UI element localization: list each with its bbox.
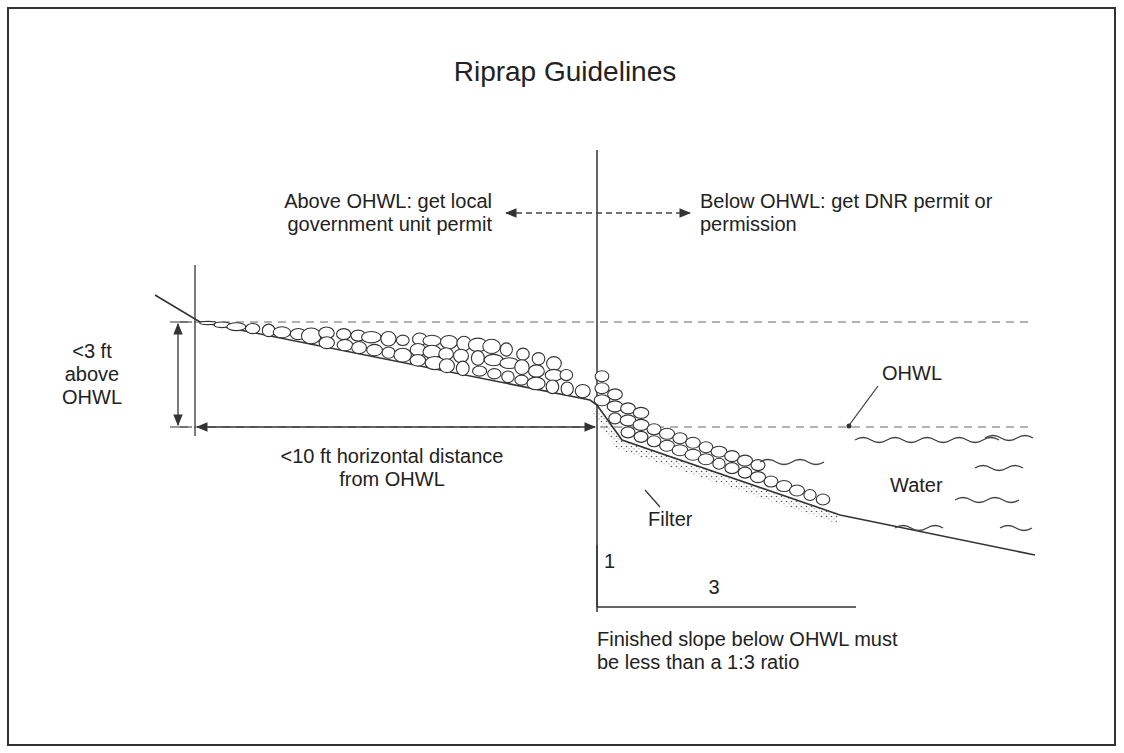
permit-note: Above OHWL: get local government unit pe…	[192, 190, 492, 236]
callout-label: OHWL	[882, 362, 942, 385]
leader-line	[850, 386, 878, 424]
rock	[595, 371, 609, 382]
dimension-extension	[194, 265, 195, 436]
rock	[382, 347, 395, 358]
rock	[517, 348, 530, 360]
rock	[608, 389, 623, 400]
rock	[659, 428, 674, 439]
rock	[440, 335, 457, 348]
rock	[337, 339, 353, 350]
rock	[410, 355, 426, 367]
rock	[273, 327, 290, 338]
rock	[200, 321, 216, 324]
rock	[532, 353, 545, 365]
rock	[362, 331, 381, 342]
rock	[352, 342, 367, 354]
slope-note: Finished slope below OHWL must be less t…	[597, 628, 917, 674]
rock	[515, 360, 529, 375]
rock	[527, 377, 545, 390]
riprap-rocks	[200, 321, 830, 505]
rock	[621, 427, 635, 438]
rock	[750, 472, 765, 483]
ground-line	[155, 295, 1035, 555]
rock	[488, 369, 501, 379]
rock	[673, 433, 687, 444]
slope-rise	[596, 545, 597, 607]
permit-divider-arrow	[506, 212, 690, 213]
rock	[439, 348, 454, 360]
leader-line	[645, 490, 660, 507]
rock	[337, 329, 351, 340]
height-dimension-arrow	[177, 324, 178, 425]
diagram-title: Riprap Guidelines	[454, 56, 677, 88]
rock	[246, 323, 260, 333]
rock	[647, 436, 661, 447]
rock	[515, 375, 528, 385]
rock	[634, 431, 648, 442]
rock	[227, 323, 246, 331]
rock	[609, 413, 621, 424]
rock	[319, 337, 334, 349]
rock	[737, 455, 752, 466]
rock	[575, 384, 590, 397]
rock	[546, 380, 559, 394]
rock	[804, 489, 816, 500]
rock	[396, 335, 409, 345]
rock	[394, 348, 411, 362]
rock	[367, 344, 383, 355]
rock	[595, 383, 609, 394]
rock	[751, 460, 765, 471]
rock	[790, 485, 805, 496]
rock	[560, 370, 573, 381]
leader-dot	[847, 424, 852, 429]
rock	[547, 357, 562, 371]
rock	[473, 366, 487, 376]
rock	[529, 365, 545, 377]
rock	[647, 424, 661, 435]
rock	[454, 349, 469, 363]
top-level-line	[180, 321, 1032, 322]
dimension-tick	[170, 427, 192, 428]
rock	[502, 371, 514, 383]
rock	[423, 335, 441, 346]
rock	[738, 467, 752, 478]
filter-layer	[592, 405, 840, 523]
rock	[301, 328, 321, 344]
slope-number: 3	[708, 576, 719, 599]
frame	[8, 8, 1115, 745]
dimension-label: <3 ft above OHWL	[47, 340, 137, 409]
rock	[500, 343, 512, 356]
slope-run	[597, 606, 856, 607]
rock	[725, 463, 739, 474]
dimension-tick	[170, 322, 192, 323]
rock	[439, 359, 454, 373]
callout-label: Filter	[648, 508, 692, 531]
rock	[698, 454, 713, 465]
rock	[471, 351, 484, 366]
rock	[816, 494, 829, 505]
rock	[713, 458, 725, 469]
rock	[686, 437, 701, 448]
callout-label: Water	[890, 474, 943, 497]
rock	[381, 331, 396, 346]
dimension-label: <10 ft horizontal distance from OHWL	[267, 445, 517, 491]
slope-number: 1	[604, 550, 615, 573]
rock	[561, 382, 573, 396]
rock	[633, 407, 649, 418]
rock	[262, 324, 275, 336]
rock	[456, 361, 469, 375]
width-dimension-arrow	[197, 426, 595, 427]
permit-note: Below OHWL: get DNR permit or permission	[700, 190, 1000, 236]
water-waves	[760, 436, 1033, 531]
rock	[483, 339, 501, 353]
